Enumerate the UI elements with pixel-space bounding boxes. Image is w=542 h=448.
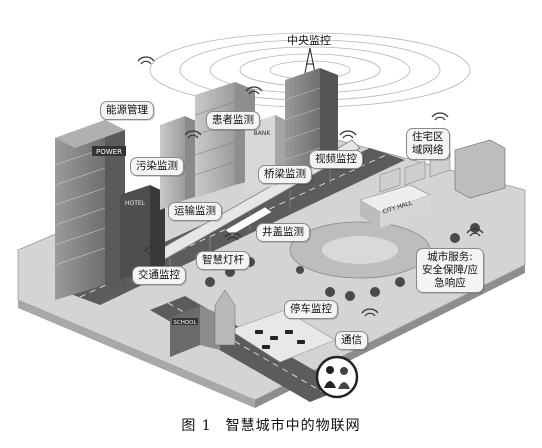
bridge-monitoring-callout: 桥梁监测 (258, 165, 312, 184)
manhole-monitoring-callout: 井盖监测 (256, 223, 310, 242)
parking-monitoring-callout: 停车监控 (284, 300, 338, 319)
energy-management-callout: 能源管理 (100, 101, 154, 120)
hotel-sign: HOTEL (125, 200, 146, 207)
hotel-building: HOTEL (120, 185, 165, 280)
power-building: POWER (54, 120, 126, 300)
smart-city-illustration: POWER HOTEL BANK (17, 32, 526, 408)
video-monitoring-callout: 视频监控 (309, 150, 363, 169)
bank-sign: BANK (254, 130, 272, 137)
traffic-monitoring-callout: 交通监控 (132, 266, 186, 285)
figure-caption: 图 1 智慧城市中的物联网 (0, 415, 542, 435)
antenna-tower-icon (301, 47, 319, 89)
pollution-monitoring-callout: 污染监测 (130, 157, 184, 176)
city-services-callout: 城市服务: 安全保障/应 急响应 (416, 248, 485, 293)
residential-network-callout: 住宅区 域网络 (406, 128, 450, 160)
school-sign: SCHOOL (173, 320, 197, 326)
smart-streetlight-callout: 智慧灯杆 (196, 251, 250, 270)
central-monitoring-label: 中央监控 (287, 34, 331, 47)
figure-title: 智慧城市中的物联网 (225, 418, 361, 434)
school-building: SCHOOL (170, 289, 236, 357)
power-sign: POWER (96, 148, 122, 156)
city-hall-building: CITY HALL (359, 184, 431, 228)
patient-monitoring-callout: 患者监测 (206, 111, 260, 130)
wifi-signal-icons (137, 56, 484, 317)
communication-people-icon (315, 355, 359, 399)
figure-number: 图 1 (181, 418, 212, 434)
transport-monitoring-callout: 运输监测 (168, 202, 222, 221)
communication-callout: 通信 (335, 331, 368, 350)
